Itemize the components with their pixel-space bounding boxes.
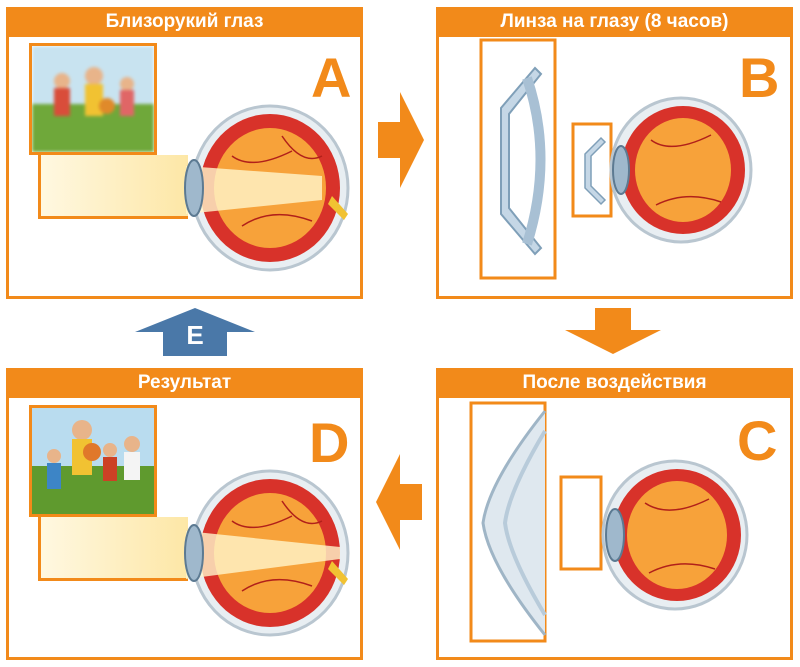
eye-after-treatment-icon bbox=[559, 459, 749, 611]
arrow-right-icon bbox=[378, 92, 424, 188]
panel-b: Линза на глазу (8 часов) B bbox=[436, 7, 793, 299]
arrow-e-label: E bbox=[186, 320, 204, 350]
panel-c: После воздействия C bbox=[436, 368, 793, 660]
panel-b-letter: B bbox=[739, 46, 780, 109]
sharp-children-photo bbox=[29, 405, 157, 517]
light-beam bbox=[38, 155, 188, 219]
lens-closeup-icon bbox=[479, 38, 557, 280]
arrow-left-icon bbox=[376, 454, 422, 550]
panel-d-title: Результат bbox=[6, 368, 363, 398]
blurred-children-photo bbox=[29, 43, 157, 155]
eye-cross-section-icon bbox=[184, 104, 350, 272]
eye-cross-section-icon bbox=[184, 469, 350, 637]
panel-d: Результат D bbox=[6, 368, 363, 660]
panel-a-title: Близорукий глаз bbox=[6, 7, 363, 37]
panel-c-letter: C bbox=[737, 409, 778, 472]
arrow-up-icon bbox=[135, 308, 255, 356]
eye-with-lens-icon bbox=[571, 96, 753, 244]
panel-d-letter: D bbox=[309, 411, 350, 474]
panel-a: Близорукий глаз A bbox=[6, 7, 363, 299]
reshaped-cornea-icon bbox=[469, 401, 547, 643]
panel-c-title: После воздействия bbox=[436, 368, 793, 398]
light-beam bbox=[38, 517, 188, 581]
panel-a-letter: A bbox=[311, 46, 352, 109]
arrow-down-icon bbox=[565, 308, 661, 354]
panel-b-title: Линза на глазу (8 часов) bbox=[436, 7, 793, 37]
